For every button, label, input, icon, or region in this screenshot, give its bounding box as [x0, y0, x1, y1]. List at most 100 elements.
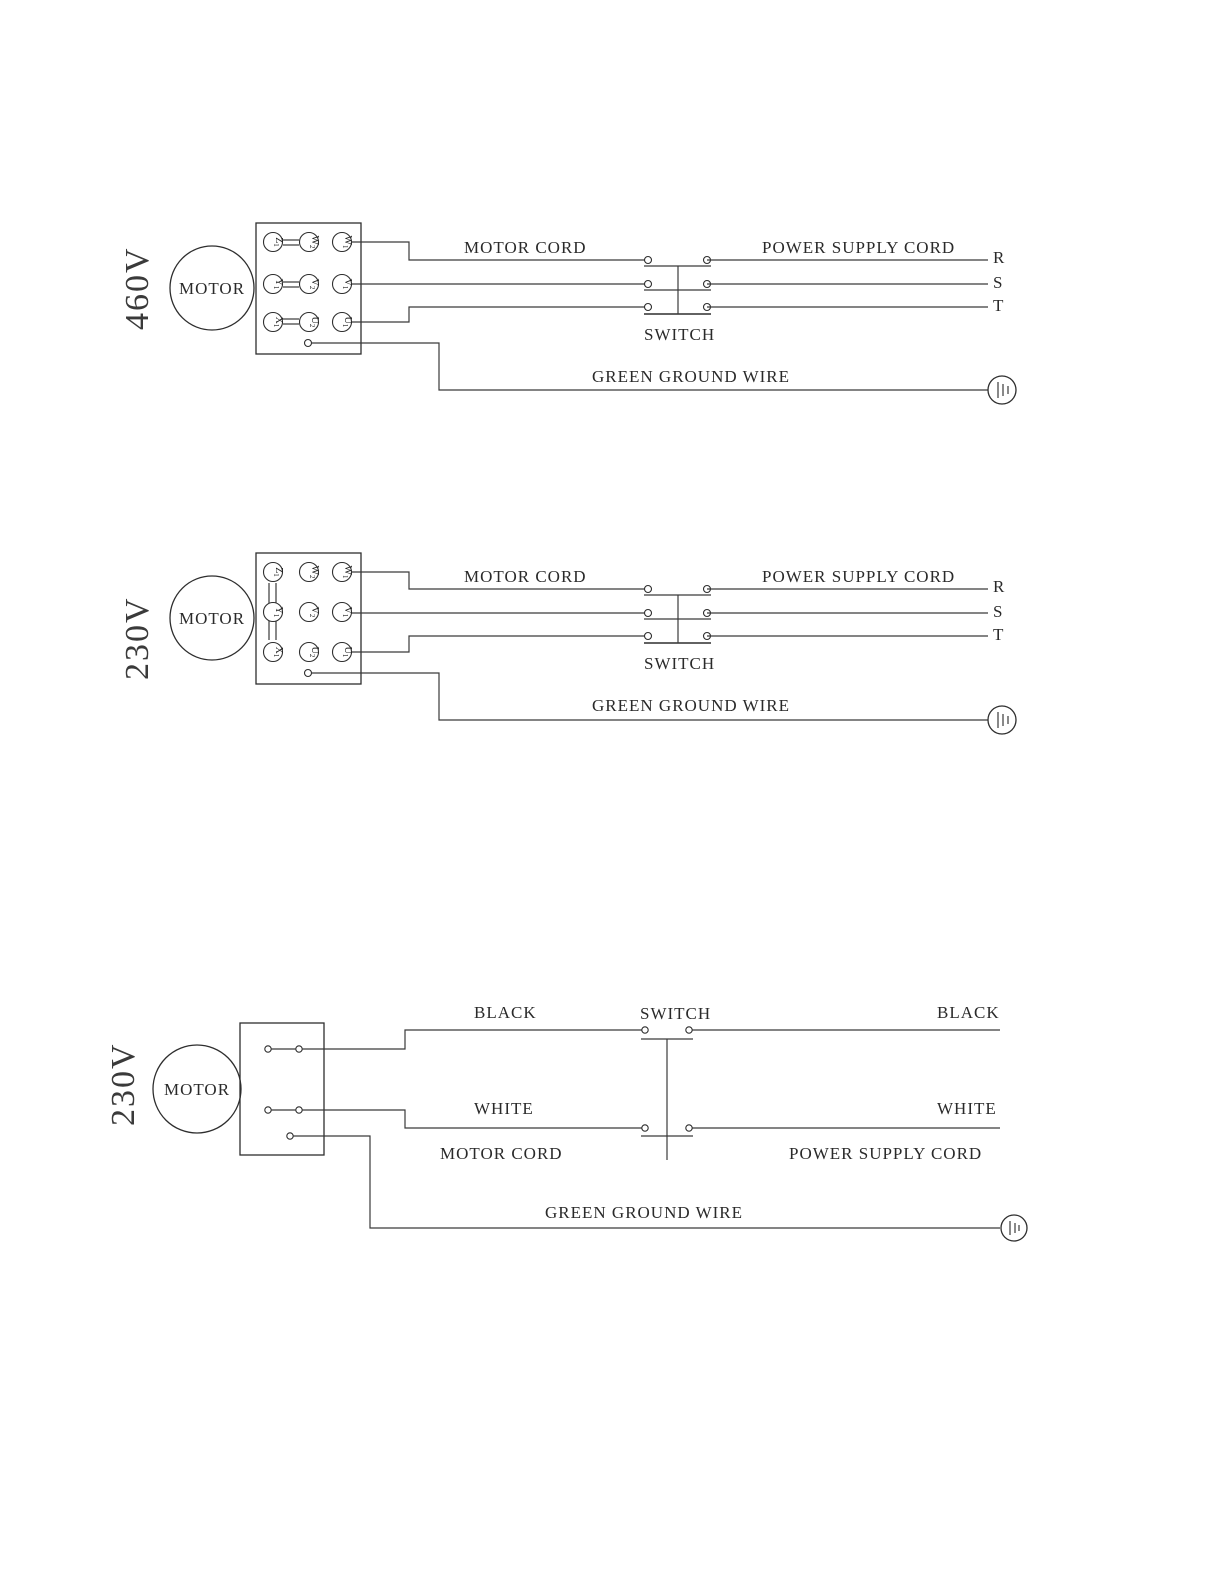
terminal-w2: W2 — [300, 563, 321, 582]
terminal-subscript: 1 — [341, 324, 349, 328]
motor-terminals — [265, 1046, 302, 1139]
terminal-u2: U2 — [300, 643, 321, 662]
terminal-subscript: 1 — [341, 614, 349, 618]
terminal-subscript: 1 — [272, 286, 280, 290]
power-supply-cord-label: POWER SUPPLY CORD — [762, 567, 955, 586]
terminal-subscript: 2 — [308, 245, 316, 249]
svg-text:W1: W1 — [341, 236, 353, 249]
motor-label: MOTOR — [179, 279, 245, 298]
terminal-u1: U1 — [333, 313, 354, 332]
switch-2pole — [641, 1027, 693, 1160]
terminal-x1: X1 — [264, 313, 285, 332]
svg-text:V2: V2 — [308, 607, 320, 618]
svg-text:V1: V1 — [341, 607, 353, 618]
terminal-z1: Z1 — [264, 563, 285, 582]
wire-black-motor — [302, 1030, 645, 1049]
svg-text:U1: U1 — [341, 317, 353, 328]
terminal-u1: U1 — [333, 643, 354, 662]
terminal-subscript: 2 — [308, 575, 316, 579]
svg-text:X1: X1 — [272, 647, 284, 658]
svg-text:W2: W2 — [308, 566, 320, 579]
power-supply-cord-label: POWER SUPPLY CORD — [789, 1144, 982, 1163]
terminal-subscript: 1 — [341, 575, 349, 579]
wire-u1 — [352, 636, 648, 652]
phase-label-r: R — [993, 577, 1005, 596]
terminal-box — [240, 1023, 324, 1155]
terminal-letter: Y — [273, 607, 284, 614]
motor-cord-label: MOTOR CORD — [464, 567, 587, 586]
terminal-subscript: 1 — [341, 654, 349, 658]
terminal-letter: Y — [273, 279, 284, 286]
voltage-label-460v: 460V — [119, 246, 156, 330]
motor-label: MOTOR — [179, 609, 245, 628]
ground-wire-label: GREEN GROUND WIRE — [592, 367, 790, 386]
motor-label: MOTOR — [164, 1080, 230, 1099]
terminal-subscript: 2 — [308, 654, 316, 658]
black-label-left: BLACK — [474, 1003, 537, 1022]
phase-label-r: R — [993, 248, 1005, 267]
power-supply-cord-label: POWER SUPPLY CORD — [762, 238, 955, 257]
wire-u1 — [352, 307, 648, 322]
svg-text:W1: W1 — [341, 566, 353, 579]
terminal-subscript: 1 — [341, 286, 349, 290]
voltage-label-230v-3ph: 230V — [119, 596, 156, 680]
svg-text:U1: U1 — [341, 647, 353, 658]
terminal-z1: Z1 — [264, 233, 285, 252]
ground-wire-label: GREEN GROUND WIRE — [592, 696, 790, 715]
switch-label: SWITCH — [640, 1004, 711, 1023]
terminal-v1: V1 — [333, 603, 354, 622]
terminal-w1: W1 — [333, 563, 354, 582]
svg-text:Y1: Y1 — [272, 607, 284, 618]
diagram-460v: 460V MOTOR Z1W2W1Y1V2V1X1U2U1 MOTOR CORD — [119, 223, 1016, 404]
terminal-v2: V2 — [300, 275, 321, 294]
switch-label: SWITCH — [644, 325, 715, 344]
ground-symbol-icon — [1001, 1215, 1027, 1241]
ground-symbol-icon — [988, 706, 1016, 734]
ground-terminal — [305, 670, 312, 677]
ground-terminal — [305, 340, 312, 347]
svg-text:V1: V1 — [341, 279, 353, 290]
svg-text:U2: U2 — [308, 647, 320, 658]
switch-3pole — [644, 586, 711, 644]
ground-wire-label: GREEN GROUND WIRE — [545, 1203, 743, 1222]
terminal-subscript: 1 — [272, 614, 280, 618]
terminal-u2: U2 — [300, 313, 321, 332]
terminal-v2: V2 — [300, 603, 321, 622]
terminal-subscript: 2 — [308, 286, 316, 290]
switch-label: SWITCH — [644, 654, 715, 673]
terminal-subscript: 1 — [272, 243, 280, 247]
ground-terminal — [287, 1133, 293, 1139]
white-label-left: WHITE — [474, 1099, 534, 1118]
svg-text:X1: X1 — [272, 317, 284, 328]
ground-symbol-icon — [988, 376, 1016, 404]
terminal-x1: X1 — [264, 643, 285, 662]
voltage-label-230v-1ph: 230V — [105, 1042, 142, 1126]
terminal-y1: Y1 — [264, 275, 285, 294]
black-label-right: BLACK — [937, 1003, 1000, 1022]
motor-cord-label: MOTOR CORD — [440, 1144, 563, 1163]
svg-text:V2: V2 — [308, 279, 320, 290]
terminal-subscript: 1 — [341, 245, 349, 249]
terminal-y1: Y1 — [264, 603, 285, 622]
svg-text:U2: U2 — [308, 317, 320, 328]
svg-text:W2: W2 — [308, 236, 320, 249]
terminal-subscript: 1 — [272, 573, 280, 577]
white-label-right: WHITE — [937, 1099, 997, 1118]
motor-cord-label: MOTOR CORD — [464, 238, 587, 257]
switch-3pole — [644, 257, 711, 315]
terminal-subscript: 2 — [308, 614, 316, 618]
terminal-subscript: 1 — [272, 654, 280, 658]
terminal-w1: W1 — [333, 233, 354, 252]
phase-label-s: S — [993, 602, 1003, 621]
phase-label-s: S — [993, 273, 1003, 292]
phase-label-t: T — [993, 625, 1004, 644]
terminal-subscript: 1 — [272, 324, 280, 328]
svg-text:Y1: Y1 — [272, 279, 284, 290]
terminal-subscript: 2 — [308, 324, 316, 328]
diagram-230v-1phase: 230V MOTOR BLACK BLACK WHITE WHITE — [105, 1003, 1027, 1241]
phase-label-t: T — [993, 296, 1004, 315]
terminal-w2: W2 — [300, 233, 321, 252]
